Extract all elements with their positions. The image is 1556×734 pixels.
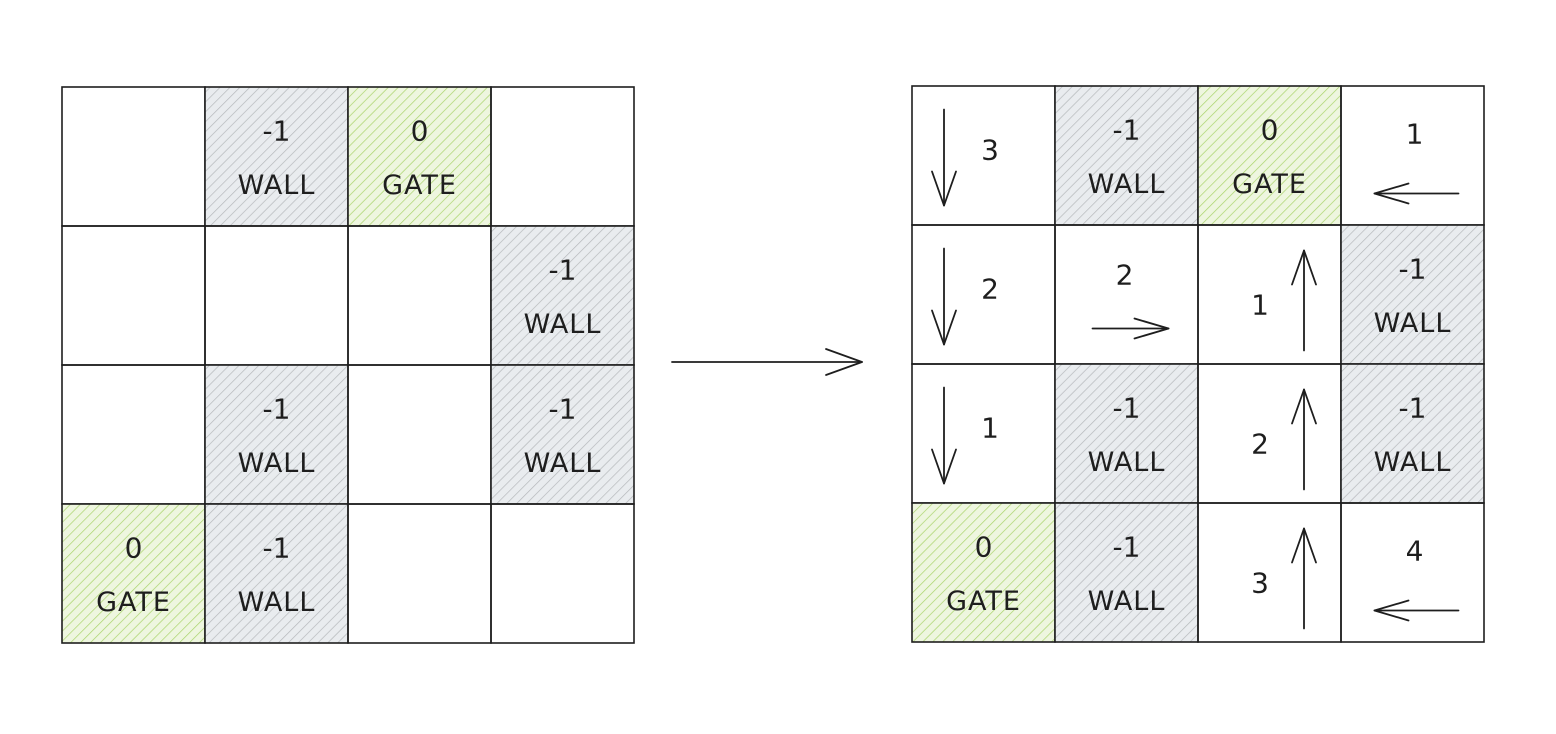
gate-label: GATE [382,170,457,201]
arrow-up-icon [1291,527,1317,630]
wall-value: -1 [1113,114,1141,147]
after-cell-r3-c3: 4 [1340,502,1485,643]
distance-value: 1 [981,412,999,445]
wall-label: WALL [524,448,602,479]
after-cell-r2-c2: 2 [1197,363,1342,504]
wall-label: WALL [524,309,602,340]
after-cell-r2-c0: 1 [911,363,1056,504]
wall-value: -1 [263,532,291,565]
arrow-down-icon [931,108,957,207]
distance-value: 3 [1251,567,1269,600]
wall-value: -1 [263,115,291,148]
gate-label: GATE [1232,169,1307,200]
after-cell-r1-c2: 1 [1197,224,1342,365]
distance-value: 2 [1116,259,1134,292]
wall-value: -1 [549,254,577,287]
arrow-left-icon [1373,182,1460,205]
distance-value: 2 [981,273,999,306]
after-cell-r0-c0: 3 [911,85,1056,226]
arrow-up-icon [1291,388,1317,491]
before-cell-r3-c3 [490,503,635,644]
wall-label: WALL [1088,447,1166,478]
distance-value: 2 [1251,428,1269,461]
gate-value: 0 [125,532,143,565]
distance-value: 3 [981,134,999,167]
after-cell-r1-c0: 2 [911,224,1056,365]
arrow-right-icon [1091,317,1170,340]
wall-value: -1 [1113,392,1141,425]
before-cell-r0-c3 [490,86,635,227]
transform-arrow [671,348,863,376]
after-cell-r1-c1: 2 [1054,224,1199,365]
before-cell-r3-c2 [347,503,492,644]
wall-label: WALL [238,170,316,201]
wall-value: -1 [1399,253,1427,286]
gate-value: 0 [975,531,993,564]
after-cell-r3-c2: 3 [1197,502,1342,643]
wall-value: -1 [263,393,291,426]
before-cell-r1-c2 [347,225,492,366]
wall-label: WALL [238,587,316,618]
before-cell-r2-c0 [61,364,206,505]
arrow-down-icon [931,247,957,346]
gate-value: 0 [411,115,429,148]
before-cell-r0-c0 [61,86,206,227]
gate-label: GATE [946,586,1021,617]
distance-value: 1 [1406,118,1424,151]
arrow-left-icon [1373,599,1460,622]
arrow-down-icon [931,386,957,485]
gate-label: GATE [96,587,171,618]
distance-value: 4 [1406,535,1424,568]
wall-value: -1 [1113,531,1141,564]
before-cell-r1-c1 [204,225,349,366]
after-cell-r0-c3: 1 [1340,85,1485,226]
wall-label: WALL [238,448,316,479]
before-cell-r1-c0 [61,225,206,366]
before-cell-r2-c2 [347,364,492,505]
wall-label: WALL [1088,586,1166,617]
wall-value: -1 [549,393,577,426]
wall-label: WALL [1374,308,1452,339]
wall-value: -1 [1399,392,1427,425]
arrow-up-icon [1291,249,1317,352]
wall-label: WALL [1088,169,1166,200]
gate-value: 0 [1261,114,1279,147]
distance-value: 1 [1251,289,1269,322]
wall-label: WALL [1374,447,1452,478]
